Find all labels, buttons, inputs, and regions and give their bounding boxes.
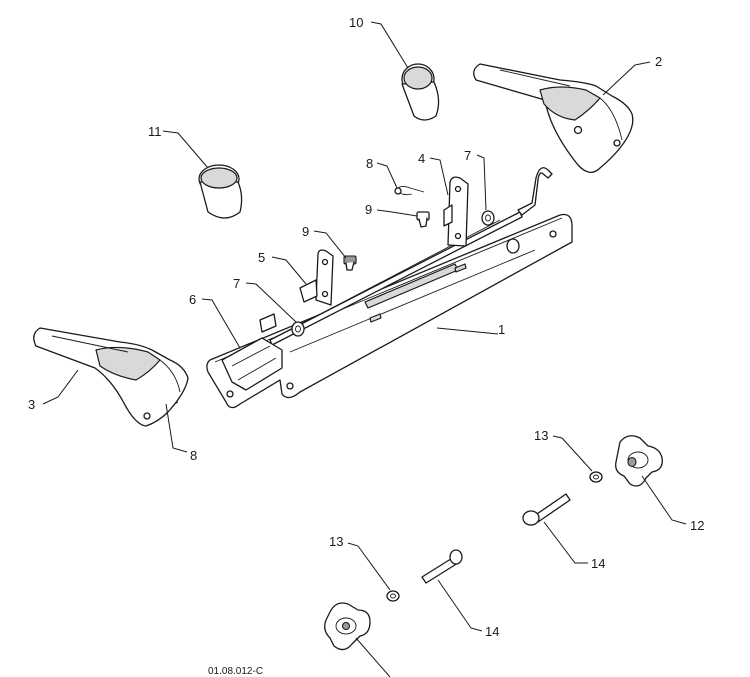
callout-8-bottom: 8 xyxy=(190,448,197,463)
callout-14-right: 14 xyxy=(591,556,605,571)
callout-11: 11 xyxy=(148,124,162,139)
callout-14-left: 14 xyxy=(485,624,499,639)
part-7-spacer-right xyxy=(481,210,495,226)
part-4-bracket xyxy=(443,176,469,247)
part-5-bracket xyxy=(299,249,334,306)
callout-labels: 1 2 3 4 5 6 7 7 8 8 9 9 10 11 12 13 13 1… xyxy=(28,15,704,639)
part-11-knob-left xyxy=(198,164,243,219)
leader-lines xyxy=(42,21,687,677)
part-1-base-rail xyxy=(206,213,573,409)
part-9-bolt-top xyxy=(416,211,430,228)
callout-7-right: 7 xyxy=(464,148,471,163)
drawing-code: 01.08.012-C xyxy=(208,666,263,677)
part-10-knob-top xyxy=(401,63,440,121)
callout-4: 4 xyxy=(418,151,425,166)
callout-9-top: 9 xyxy=(365,202,372,217)
part-6-linkage xyxy=(221,313,283,391)
callout-12: 12 xyxy=(690,518,704,533)
part-13-washer-right xyxy=(589,471,603,483)
callout-7-left: 7 xyxy=(233,276,240,291)
callout-13-right: 13 xyxy=(534,428,548,443)
part-12-star-knob-right xyxy=(615,435,663,487)
part-13-washer-left xyxy=(386,590,400,602)
part-2-handle-right xyxy=(473,63,634,173)
callout-5: 5 xyxy=(258,250,265,265)
callout-2: 2 xyxy=(655,54,662,69)
part-7-spacer-left xyxy=(291,321,305,337)
part-14-pin-left xyxy=(421,549,463,584)
callout-13-left: 13 xyxy=(329,534,343,549)
part-14-pin-right xyxy=(522,493,571,526)
part-8-clip-top xyxy=(394,185,425,196)
part-3-handle-left xyxy=(33,327,189,427)
callout-6: 6 xyxy=(189,292,196,307)
callout-10: 10 xyxy=(349,15,363,30)
part-9-bolt-left xyxy=(343,255,357,271)
part-12-star-knob-left xyxy=(324,602,371,651)
callout-9-left: 9 xyxy=(302,224,309,239)
callout-8-top: 8 xyxy=(366,156,373,171)
callout-3: 3 xyxy=(28,397,35,412)
callout-1: 1 xyxy=(498,322,505,337)
